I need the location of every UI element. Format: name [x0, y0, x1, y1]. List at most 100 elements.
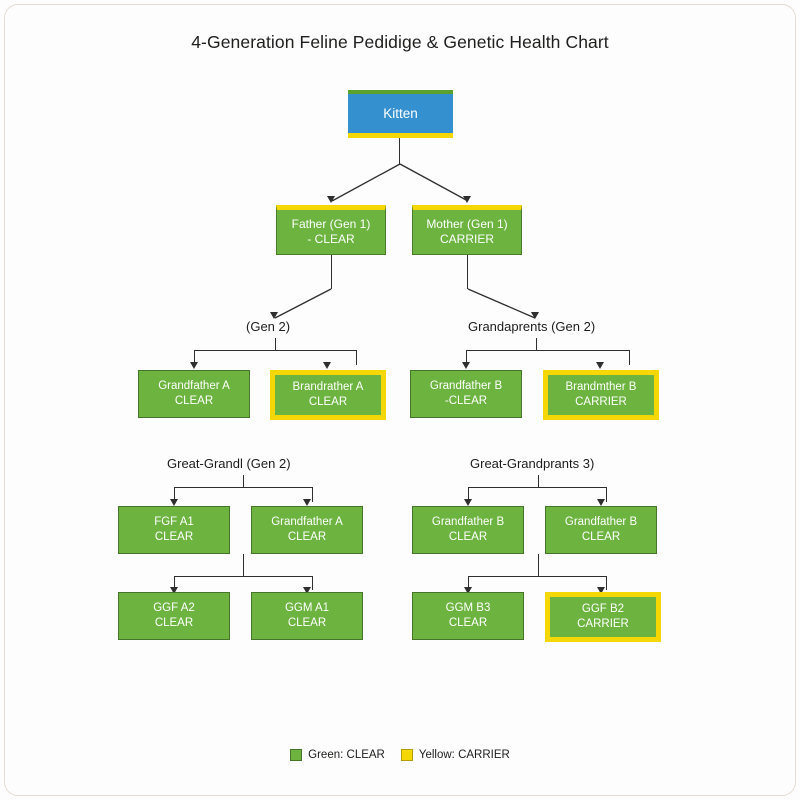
node-grandfather-b-gen3-left[interactable]: Grandfather B CLEAR	[412, 506, 524, 554]
connector-gen2-right-drop-b	[629, 350, 631, 365]
node-kitten-label: Kitten	[383, 105, 418, 121]
node-grandfather-b[interactable]: Grandfather B -CLEAR	[410, 370, 522, 418]
arrow-to-mother	[463, 196, 471, 203]
connector-gen4-right-drop-a	[468, 576, 470, 590]
node-ggf-b2[interactable]: GGF B2 CARRIER	[545, 592, 661, 642]
caption-gen3-left: Great-Grandl (Gen 2)	[167, 456, 291, 471]
arrow-to-grandfather-b-gen3-right	[597, 499, 605, 506]
node-ggm-b3[interactable]: GGM B3 CLEAR	[412, 592, 524, 640]
connector-gen2-right-bar	[466, 350, 630, 352]
node-grandfather-b-gen3-right-status: CLEAR	[581, 531, 621, 543]
caption-gen2-right: Grandaprents (Gen 2)	[468, 319, 596, 334]
connector-mother-stem	[467, 255, 469, 289]
legend-label-clear: Green: CLEAR	[308, 749, 385, 761]
arrow-to-father	[327, 196, 335, 203]
node-father-gen1[interactable]: Father (Gen 1) - CLEAR	[276, 205, 386, 255]
node-mother-gen1[interactable]: Mother (Gen 1) CARRIER	[412, 205, 522, 255]
connector-kitten-stem	[399, 138, 401, 164]
node-grandfather-b-gen3-left-status: CLEAR	[448, 531, 488, 543]
node-fgf-a1-name: FGF A1	[154, 516, 194, 529]
connector-gen4-left-stem	[243, 554, 245, 576]
node-kitten[interactable]: Kitten	[348, 90, 453, 138]
connector-gen2-left-bar	[194, 350, 357, 352]
node-ggf-a2-name: GGF A2	[153, 602, 195, 615]
connector-gen4-right-stem	[538, 554, 540, 576]
node-grandfather-a-name: Grandfather A	[158, 380, 230, 393]
node-ggm-b3-status: CLEAR	[448, 617, 488, 629]
legend-item-carrier: Yellow: CARRIER	[400, 749, 510, 761]
arrow-to-ggm-b3	[464, 587, 472, 594]
node-ggm-a1[interactable]: GGM A1 CLEAR	[251, 592, 363, 640]
node-ggm-a1-status: CLEAR	[287, 617, 327, 629]
node-grandfather-a-status: CLEAR	[174, 395, 214, 407]
arrow-to-brandrather-a	[323, 362, 331, 369]
legend: Green: CLEAR Yellow: CARRIER	[0, 749, 800, 761]
arrow-to-gen2-left-caption	[270, 312, 278, 319]
node-brandrather-a-status: CLEAR	[308, 396, 348, 408]
node-grandfather-b-gen3-right[interactable]: Grandfather B CLEAR	[545, 506, 657, 554]
connector-father-stem	[331, 255, 333, 289]
legend-label-carrier: Yellow: CARRIER	[418, 749, 510, 761]
node-ggf-a2[interactable]: GGF A2 CLEAR	[118, 592, 230, 640]
page-title: 4-Generation Feline Pedidige & Genetic H…	[191, 32, 609, 52]
arrow-to-gen2-right-caption	[531, 312, 539, 319]
arrow-to-ggf-a2	[170, 587, 178, 594]
node-fgf-a1[interactable]: FGF A1 CLEAR	[118, 506, 230, 554]
node-ggf-a2-status: CLEAR	[154, 617, 194, 629]
connector-gen3-left-bar	[174, 487, 313, 489]
node-brandmther-b[interactable]: Brandmther B CARRIER	[543, 370, 659, 420]
connector-gen3-left-stem	[243, 475, 245, 487]
node-mother-gen1-name: Mother (Gen 1)	[426, 216, 508, 231]
node-grandfather-a-gen3[interactable]: Grandfather A CLEAR	[251, 506, 363, 554]
node-grandfather-b-status: -CLEAR	[444, 395, 488, 407]
legend-swatch-green-icon	[290, 749, 303, 761]
node-ggf-b2-status: CARRIER	[577, 618, 629, 630]
node-brandrather-a-name: Brandrather A	[292, 381, 364, 394]
connector-gen3-right-bar	[468, 487, 607, 489]
connector-gen4-right-bar	[468, 576, 607, 578]
node-grandfather-a-gen3-status: CLEAR	[287, 531, 327, 543]
connector-gen4-right-drop-b	[606, 576, 608, 590]
arrow-to-ggf-b2	[597, 587, 605, 594]
arrow-to-fgf-a1	[170, 499, 178, 506]
arrow-to-grandfather-b	[462, 362, 470, 369]
connector-gen4-left-bar	[174, 576, 313, 578]
node-ggm-b3-name: GGM B3	[445, 602, 491, 615]
connector-gen3-left-drop-a	[174, 487, 176, 502]
node-father-gen1-name: Father (Gen 1)	[291, 216, 371, 231]
connector-gen2-left-drop-b	[356, 350, 358, 365]
node-grandfather-a-gen3-name: Grandfather A	[271, 516, 343, 529]
arrow-to-grandfather-a-gen3	[303, 499, 311, 506]
arrow-to-ggm-a1	[303, 587, 311, 594]
node-brandmther-b-status: CARRIER	[575, 396, 627, 408]
node-mother-gen1-status: CARRIER	[439, 232, 494, 246]
node-grandfather-a[interactable]: Grandfather A CLEAR	[138, 370, 250, 418]
connector-gen2-right-drop-a	[466, 350, 468, 365]
connector-gen2-right-stem	[536, 338, 538, 350]
connector-gen3-right-drop-a	[468, 487, 470, 502]
node-grandfather-b-name: Grandfather B	[429, 380, 503, 393]
arrow-to-grandfather-a	[190, 362, 198, 369]
node-grandfather-b-gen3-left-name: Grandfather B	[431, 516, 505, 529]
connector-gen3-left-drop-b	[312, 487, 314, 502]
caption-gen3-right: Great-Grandprants 3)	[470, 456, 595, 471]
caption-gen2-left: (Gen 2)	[246, 319, 291, 334]
node-grandfather-b-gen3-right-name: Grandfather B	[564, 516, 638, 529]
node-brandmther-b-name: Brandmther B	[565, 381, 637, 394]
connector-gen4-left-drop-b	[312, 576, 314, 590]
node-father-gen1-status: - CLEAR	[307, 232, 355, 246]
arrow-to-grandfather-b-gen3-left	[464, 499, 472, 506]
connector-gen2-left-stem	[275, 338, 277, 350]
connector-mother-to-gen2-caption	[467, 288, 536, 319]
connector-kitten-to-parents	[331, 163, 469, 202]
legend-swatch-yellow-icon	[400, 749, 413, 761]
node-brandrather-a[interactable]: Brandrather A CLEAR	[270, 370, 386, 420]
node-ggm-a1-name: GGM A1	[284, 602, 330, 615]
legend-item-clear: Green: CLEAR	[290, 749, 385, 761]
connector-gen3-right-drop-b	[606, 487, 608, 502]
node-fgf-a1-status: CLEAR	[154, 531, 194, 543]
arrow-to-brandmther-b	[596, 362, 604, 369]
node-ggf-b2-name: GGF B2	[581, 603, 625, 616]
connector-father-to-gen2-caption	[274, 288, 332, 319]
